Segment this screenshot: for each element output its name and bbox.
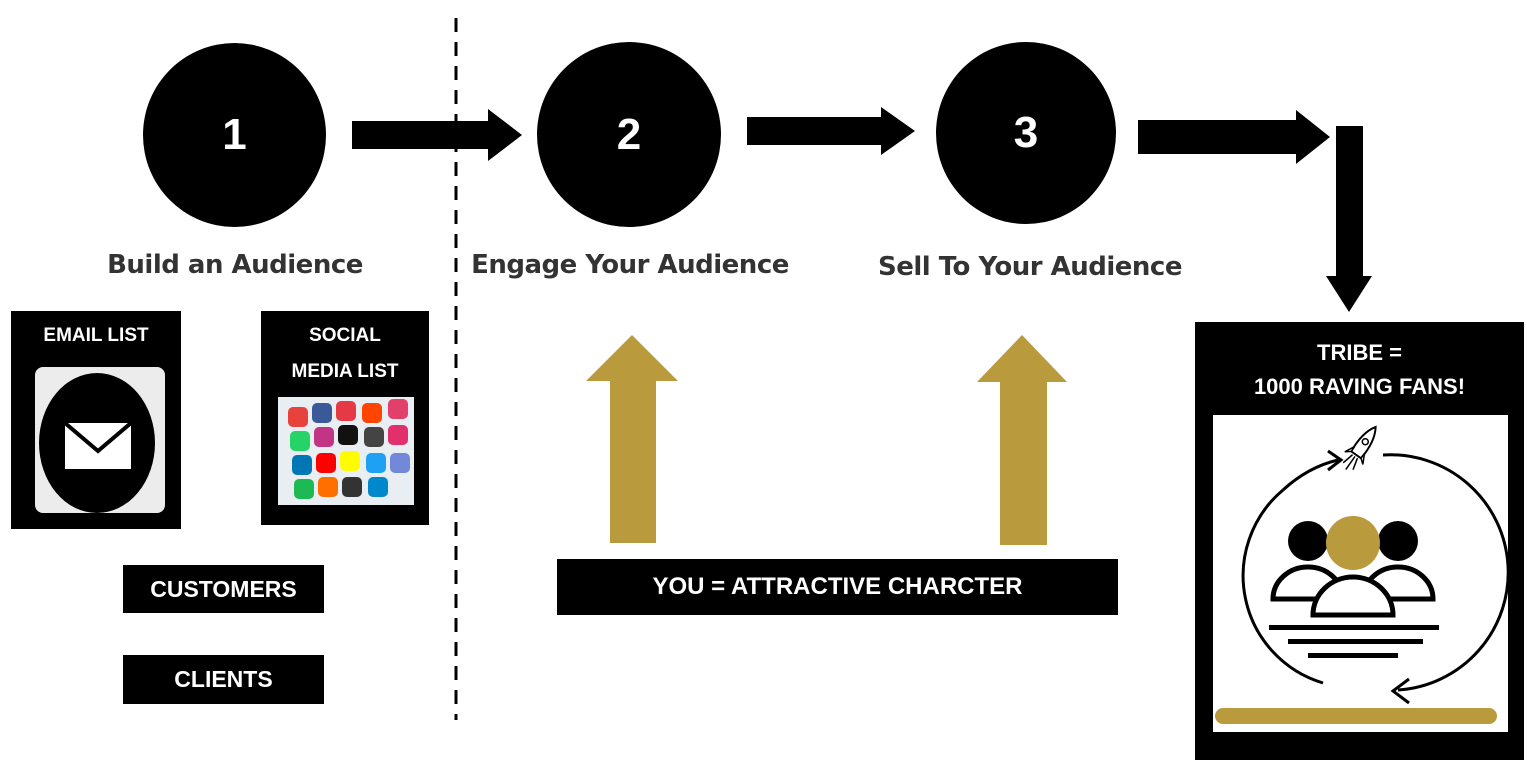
step-1-number: 1 — [222, 110, 247, 159]
arrow-1-to-2 — [352, 109, 522, 161]
rocket-icon — [1342, 425, 1377, 471]
step-3-number: 3 — [1013, 108, 1039, 157]
dashed-divider — [454, 18, 458, 720]
clients-label: CLIENTS — [123, 655, 324, 704]
social-media-icons — [278, 397, 414, 505]
envelope-icon — [39, 373, 155, 513]
social-media-title-line1: SOCIAL — [309, 325, 381, 346]
customers-text: CUSTOMERS — [150, 575, 297, 602]
community-icon — [1215, 425, 1510, 724]
step-1-circle: 1 — [143, 43, 326, 227]
tribe-title-line1: TRIBE = — [1317, 340, 1402, 365]
step-2-label: Engage Your Audience — [471, 250, 789, 280]
social-media-list-card: SOCIAL MEDIA LIST — [261, 311, 429, 525]
tribe-card: TRIBE = 1000 RAVING FANS! — [1195, 322, 1524, 760]
email-list-title: EMAIL LIST — [43, 325, 149, 346]
arrow-down-to-tribe — [1326, 126, 1372, 312]
arrow-3-to-tribe — [1138, 110, 1330, 164]
gold-arrow-sell — [977, 335, 1067, 545]
clients-text: CLIENTS — [174, 666, 273, 692]
arrow-2-to-3 — [747, 107, 915, 155]
email-list-card: EMAIL LIST — [11, 311, 181, 529]
step-2-number: 2 — [616, 109, 642, 159]
customers-label: CUSTOMERS — [123, 565, 324, 613]
attractive-character-text: YOU = ATTRACTIVE CHARCTER — [652, 573, 1023, 600]
step-2-circle: 2 — [537, 42, 721, 227]
tribe-title-line2: 1000 RAVING FANS! — [1253, 374, 1466, 399]
gold-arrow-engage — [586, 335, 678, 543]
step-3-label: Sell To Your Audience — [878, 252, 1182, 282]
step-1-label: Build an Audience — [107, 250, 363, 280]
social-media-title-line2: MEDIA LIST — [291, 361, 399, 382]
tribe-illustration-panel — [1213, 415, 1510, 732]
attractive-character-banner: YOU = ATTRACTIVE CHARCTER — [557, 559, 1118, 615]
email-icon-tile — [35, 367, 165, 513]
step-3-circle: 3 — [936, 42, 1116, 224]
